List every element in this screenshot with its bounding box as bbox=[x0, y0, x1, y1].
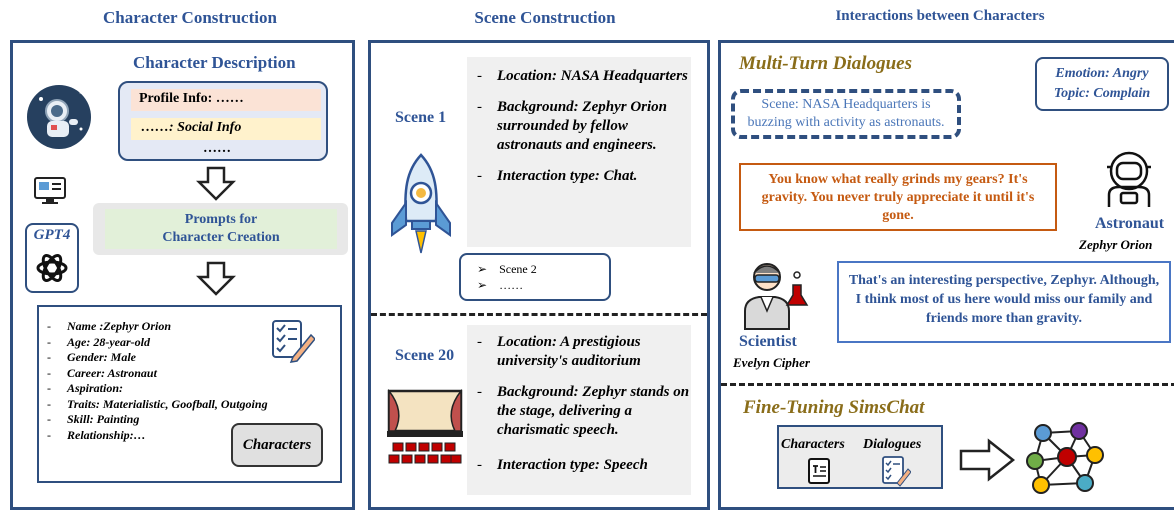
scene-1-label: Scene 1 bbox=[395, 109, 447, 126]
scientist-role: Scientist bbox=[739, 333, 797, 350]
checklist-icon bbox=[272, 320, 315, 363]
astronaut-icon bbox=[1107, 151, 1151, 207]
fine-tuning-title: Fine-Tuning SimsChat bbox=[743, 397, 925, 418]
astronaut-name: Zephyr Orion bbox=[1079, 237, 1153, 252]
astronaut-globe-icon bbox=[27, 85, 95, 149]
description-dots: …… bbox=[203, 141, 231, 156]
characters-box: Characters bbox=[231, 423, 323, 467]
stage-auditorium-icon bbox=[387, 388, 463, 464]
gpt4-label: GPT4 bbox=[33, 227, 71, 243]
arrow-bullet-icon-2: ➢ bbox=[477, 278, 488, 292]
astronaut-dialogue-box: You know what really grinds my gears? It… bbox=[739, 163, 1057, 231]
character-description-title: Character Description bbox=[133, 53, 296, 72]
scene-context-box: Scene: NASA Headquarters is buzzing with… bbox=[731, 89, 961, 139]
scene-1-background: Background: Zephyr Orion surrounded by f… bbox=[469, 98, 691, 155]
down-arrow-icon-2 bbox=[196, 261, 236, 296]
title-scene-construction: Scene Construction bbox=[474, 8, 616, 27]
gpt4-box bbox=[25, 223, 79, 293]
scene-20-interaction: Interaction type: Speech bbox=[469, 456, 691, 475]
emotion-label: Emotion: Angry bbox=[1055, 66, 1149, 81]
scene-2-label: Scene 2 bbox=[499, 262, 537, 276]
interaction-separator bbox=[721, 383, 1174, 386]
scientist-name: Evelyn Cipher bbox=[733, 355, 810, 370]
document-text-icon bbox=[808, 458, 830, 484]
attr-name: Name :Zephyr Orion bbox=[39, 319, 269, 335]
down-arrow-icon bbox=[196, 166, 236, 201]
scene-20-details: Location: A prestigious university's aud… bbox=[469, 333, 691, 475]
ft-characters-label: Characters bbox=[781, 437, 845, 452]
social-info: ……: Social Info bbox=[131, 118, 321, 140]
topic-label: Topic: Complain bbox=[1053, 86, 1151, 101]
profile-info: Profile Info: …… bbox=[131, 89, 321, 111]
scene-construction-panel: Scene 1 Location: NASA Headquarters Back… bbox=[368, 40, 710, 510]
more-scene-item: ➢ Scene 2 bbox=[477, 261, 609, 277]
attr-traits: Traits: Materialistic, Goofball, Outgoin… bbox=[39, 397, 269, 413]
scene-20-location: Location: A prestigious university's aud… bbox=[469, 333, 691, 371]
monitor-icon bbox=[34, 177, 66, 204]
attr-gender: Gender: Male bbox=[39, 350, 269, 366]
more-dots: …… bbox=[499, 278, 524, 292]
attr-age: Age: 28-year-old bbox=[39, 335, 269, 351]
scene-20-label: Scene 20 bbox=[395, 347, 455, 364]
title-interactions: Interactions between Characters bbox=[835, 8, 1045, 24]
fine-tuning-data-box bbox=[777, 425, 943, 489]
attr-aspiration: Aspiration: bbox=[39, 381, 269, 397]
scene-20-background: Background: Zephyr stands on the stage, … bbox=[469, 383, 691, 440]
more-scene-item-2: ➢ …… bbox=[477, 277, 609, 293]
neural-network-icon bbox=[1026, 422, 1104, 494]
scene-1-details: Location: NASA Headquarters Background: … bbox=[469, 67, 691, 186]
attr-relationship: Relationship:… bbox=[39, 428, 269, 444]
astronaut-role: Astronaut bbox=[1095, 215, 1165, 232]
scientist-dialogue-box: That's an interesting perspective, Zephy… bbox=[837, 261, 1171, 343]
arrow-bullet-icon: ➢ bbox=[477, 262, 488, 276]
emotion-topic-box: Emotion: Angry Topic: Complain bbox=[1035, 57, 1169, 111]
checklist-small-icon bbox=[882, 456, 911, 487]
scientist-icon bbox=[744, 263, 809, 330]
scene-1-location: Location: NASA Headquarters bbox=[469, 67, 691, 86]
right-arrow-icon bbox=[959, 438, 1016, 482]
title-character-construction: Character Construction bbox=[103, 8, 277, 27]
prompt-text: Prompts for Character Creation bbox=[105, 209, 337, 249]
attr-career: Career: Astronaut bbox=[39, 366, 269, 382]
character-attributes-list: Name :Zephyr Orion Age: 28-year-old Gend… bbox=[39, 319, 269, 443]
attr-skill: Skill: Painting bbox=[39, 412, 269, 428]
openai-logo-icon bbox=[36, 254, 68, 282]
rocket-icon bbox=[391, 153, 451, 254]
character-construction-panel: Character Description Profile Info: …… …… bbox=[10, 40, 355, 510]
interactions-panel: Multi-Turn Dialogues Emotion: Angry Topi… bbox=[718, 40, 1174, 510]
ft-dialogues-label: Dialogues bbox=[863, 437, 922, 452]
scene-1-interaction: Interaction type: Chat. bbox=[469, 167, 691, 186]
more-scenes-box: ➢ Scene 2 ➢ …… bbox=[459, 253, 611, 301]
scene-separator bbox=[371, 313, 707, 316]
multi-turn-title: Multi-Turn Dialogues bbox=[739, 53, 912, 74]
